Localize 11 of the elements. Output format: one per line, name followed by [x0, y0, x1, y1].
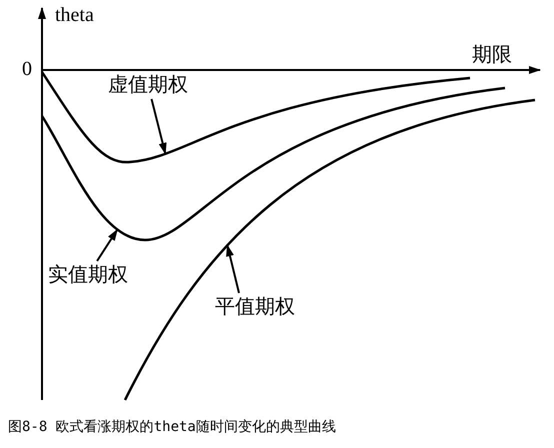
curve	[40, 71, 470, 164]
curve-label: 虚值期权	[108, 74, 188, 96]
leader-line	[150, 98, 167, 155]
leader-line	[96, 228, 118, 262]
curve-label: 平值期权	[215, 296, 295, 318]
figure-caption: 图8-8 欧式看涨期权的theta随时间变化的典型曲线	[8, 418, 336, 436]
axis-label: 期限	[472, 44, 512, 66]
leader-line	[226, 244, 240, 294]
axis-label: theta	[55, 4, 94, 26]
origin-label: 0	[22, 58, 32, 80]
curve-label: 实值期权	[48, 264, 128, 286]
